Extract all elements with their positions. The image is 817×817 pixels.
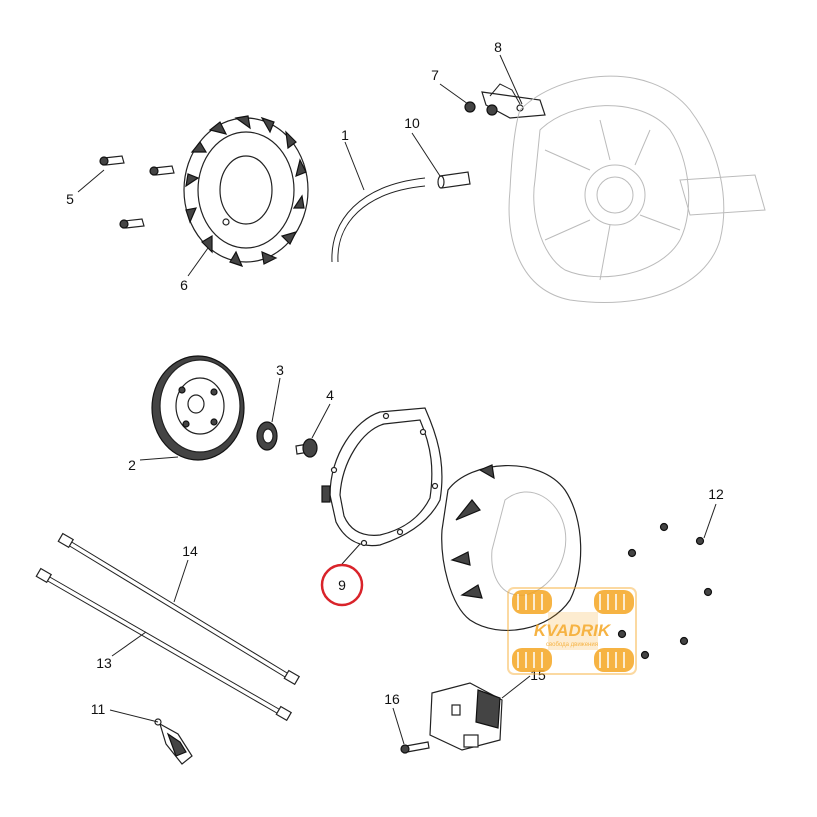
gasket-part-9 — [321, 407, 443, 547]
callout-12: 12 — [708, 486, 724, 502]
callout-5: 5 — [66, 191, 74, 207]
dowel-pin-part-10 — [437, 171, 471, 189]
regulator-part-15 — [429, 682, 503, 751]
bolt-part-16 — [400, 741, 430, 754]
watermark-tagline: свобода движения — [546, 642, 598, 648]
cable-part-13 — [35, 567, 293, 722]
stator-part-6 — [183, 115, 309, 267]
callout-14: 14 — [182, 543, 198, 559]
callout-9: 9 — [338, 577, 346, 593]
callout-4: 4 — [326, 387, 334, 403]
stator-cover — [441, 464, 582, 631]
screw-part-7 — [464, 101, 498, 116]
flywheel-part-2 — [151, 355, 245, 461]
cable-part-14 — [57, 532, 301, 686]
callout-labels: 1 2 3 4 5 6 7 8 9 10 11 12 13 14 15 16 — [66, 39, 724, 717]
callout-11: 11 — [91, 701, 106, 717]
callout-3: 3 — [276, 362, 284, 378]
leader-lines — [77, 54, 717, 745]
callout-16: 16 — [384, 691, 400, 707]
wire-part-1 — [331, 177, 426, 263]
callout-10: 10 — [404, 115, 420, 131]
callout-6: 6 — [180, 277, 188, 293]
callout-8: 8 — [494, 39, 502, 55]
callout-2: 2 — [128, 457, 136, 473]
screw-part-12 — [617, 522, 713, 660]
watermark-brand: KVADRIK — [534, 621, 612, 640]
highlight-circle — [320, 563, 364, 607]
callout-13: 13 — [96, 655, 112, 671]
bracket-part-8 — [481, 83, 546, 119]
callout-7: 7 — [431, 67, 439, 83]
callout-1: 1 — [341, 127, 349, 143]
spark-plug-part-11 — [154, 718, 193, 765]
screw-part-5 — [99, 155, 175, 229]
stator-housing — [508, 75, 766, 303]
bolt-part-4 — [295, 438, 318, 458]
hub-part-3 — [256, 421, 278, 451]
kvadrik-watermark-logo: KVADRIK свобода движения — [507, 587, 637, 675]
